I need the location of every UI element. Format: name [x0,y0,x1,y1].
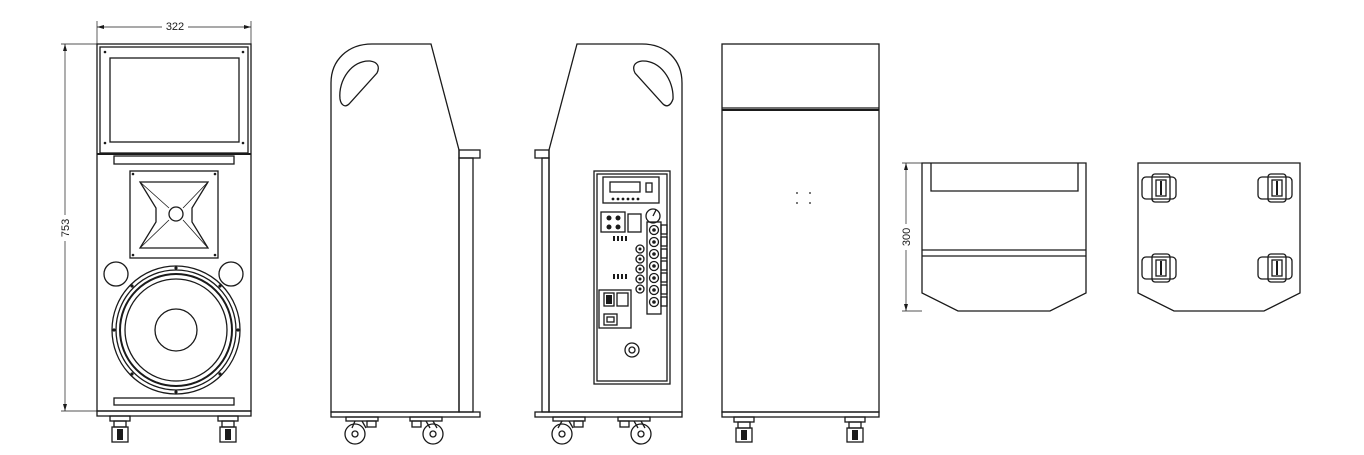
bottom-caster-tl [1141,173,1177,203]
bottom-caster-bl [1141,253,1177,283]
height-dimension: 753 [57,43,97,412]
back-caster-right [844,416,866,443]
depth-dimension-label: 300 [901,228,913,246]
width-dimension: 322 [96,20,252,44]
front-view: 322 753 [57,20,252,443]
bottom-caster-br [1257,253,1293,283]
volume-knobs [648,224,660,308]
side-caster-right [409,416,444,445]
top-view: 300 [898,162,1087,312]
back-view [721,43,880,443]
panel-side-view [534,43,683,445]
height-dimension-label: 753 [60,219,72,237]
depth-dimension: 300 [898,162,922,312]
front-caster-right [217,415,239,443]
control-panel [593,170,671,385]
panel-caster-left [551,416,586,445]
side-view [330,43,481,445]
bottom-caster-tr [1257,173,1293,203]
front-caster-left [109,415,131,443]
input-jacks [635,244,645,294]
slot-column [660,224,668,307]
width-dimension-label: 322 [166,21,184,33]
side-caster-left [344,416,379,445]
bottom-view [1137,162,1301,312]
back-caster-left [733,416,755,443]
media-player-buttons [611,197,640,201]
panel-caster-right [617,416,652,445]
woofer-screws [112,266,240,394]
